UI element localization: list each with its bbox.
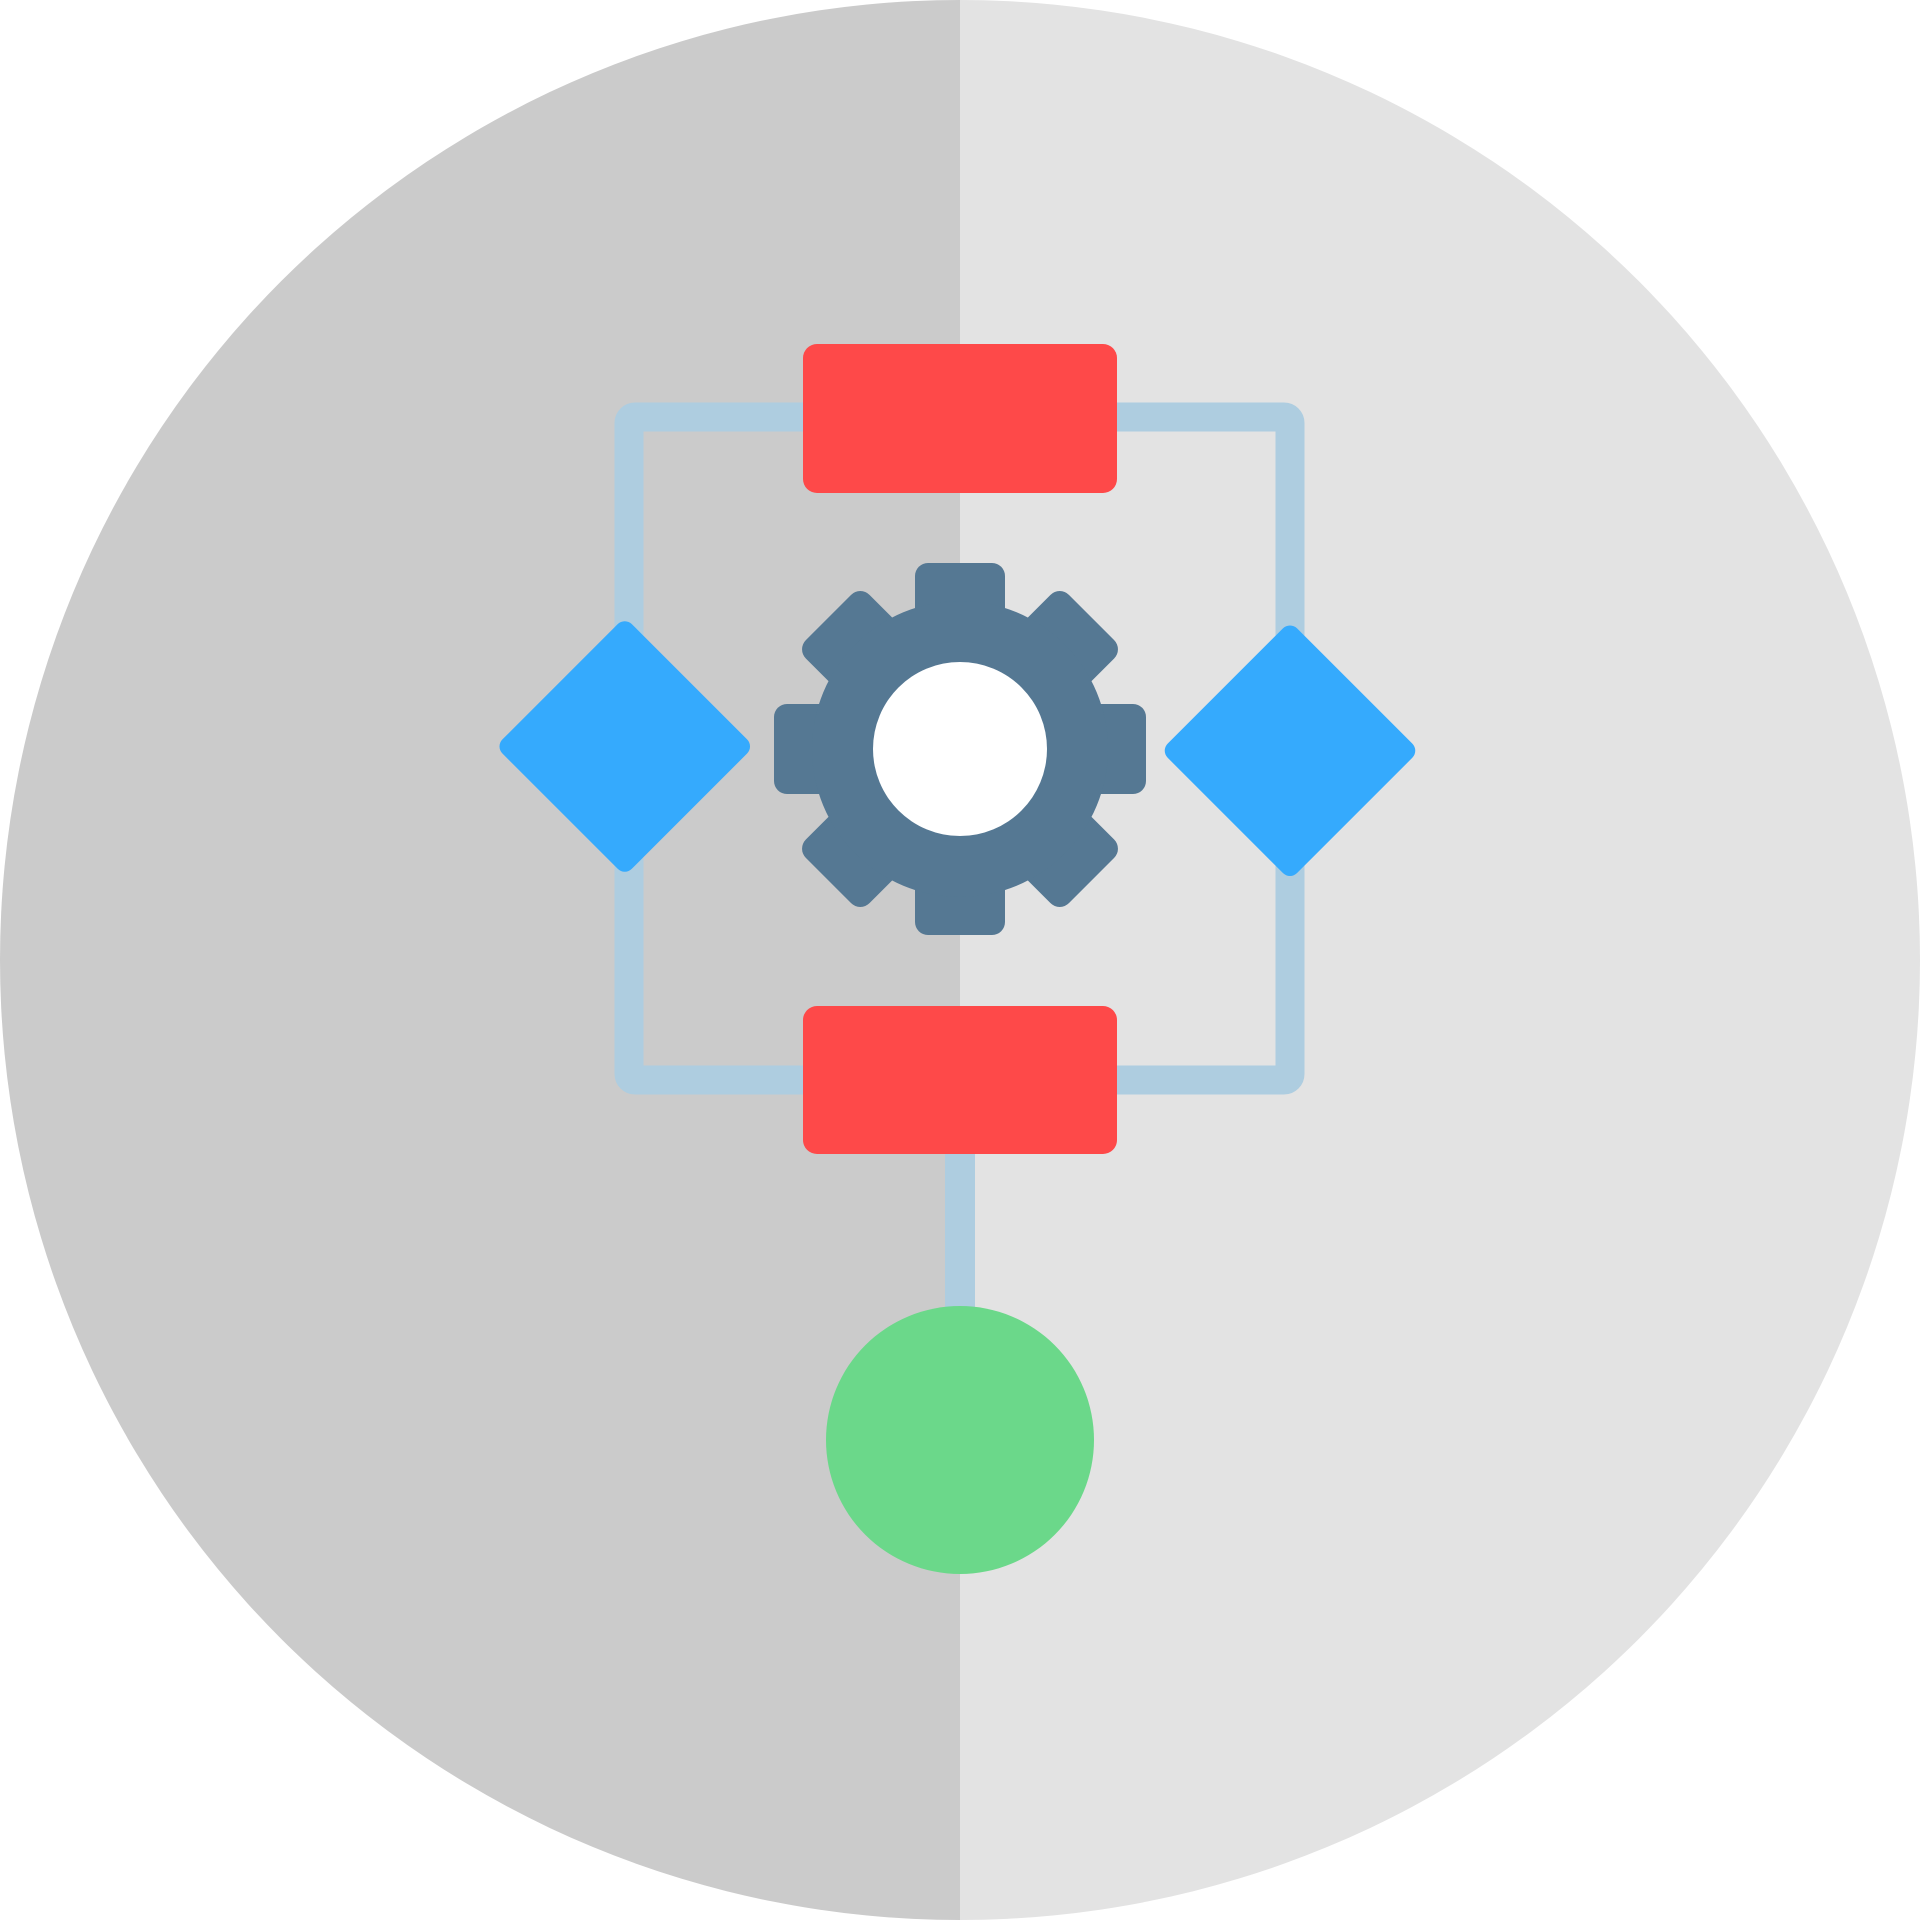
gear-hole xyxy=(873,662,1047,836)
terminal-circle xyxy=(826,1306,1094,1574)
background-right-half xyxy=(960,0,1920,1920)
background-left-half xyxy=(0,0,960,1920)
connector-stem xyxy=(945,1140,975,1320)
decision-diamond-left xyxy=(499,621,751,872)
process-block-bottom xyxy=(803,1006,1117,1154)
decision-diamond-right xyxy=(1164,625,1416,876)
gear-icon xyxy=(774,563,1146,935)
process-block-top xyxy=(803,344,1117,493)
